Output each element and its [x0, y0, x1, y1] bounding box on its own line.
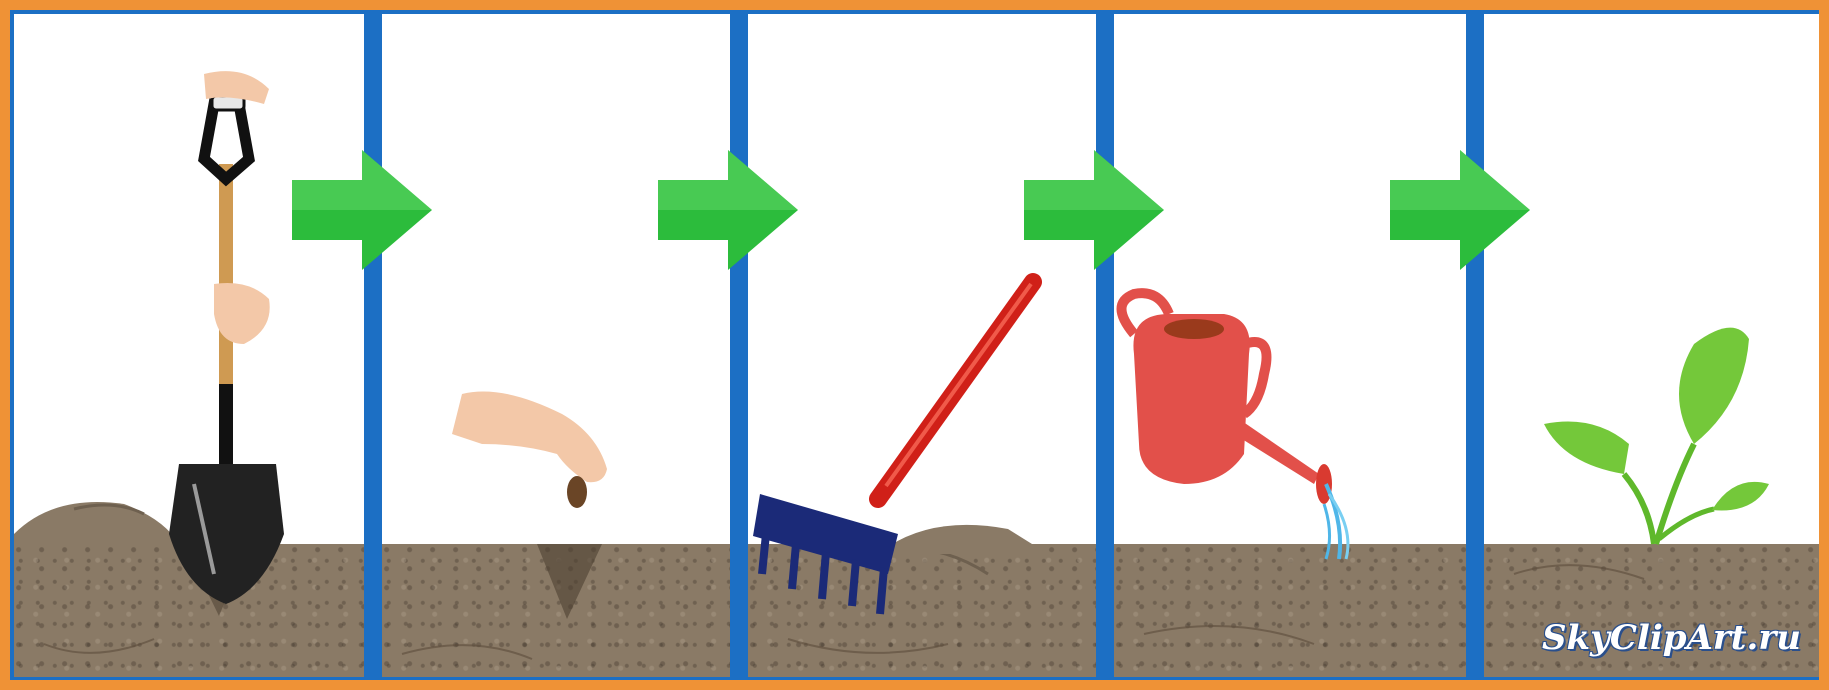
shovel-icon: [14, 14, 364, 677]
rake-icon: [748, 14, 1096, 677]
arrow-right-icon: [1024, 150, 1164, 270]
watermark: SkyClipArt.ru: [1542, 618, 1801, 658]
step-panel-dig: [14, 14, 364, 677]
arrow-right-icon: [292, 150, 432, 270]
steps-strip: SkyClipArt.ru: [10, 10, 1819, 680]
arrow-right-icon: [1390, 150, 1530, 270]
arrow-right-icon: [658, 150, 798, 270]
watering-can-icon: [1114, 14, 1466, 677]
step-panel-seed: [382, 14, 730, 677]
hand-seed-icon: [382, 14, 730, 677]
step-panel-rake: [748, 14, 1096, 677]
sprout-icon: [1484, 14, 1819, 677]
step-panel-sprout: [1484, 14, 1819, 677]
step-panel-water: [1114, 14, 1466, 677]
